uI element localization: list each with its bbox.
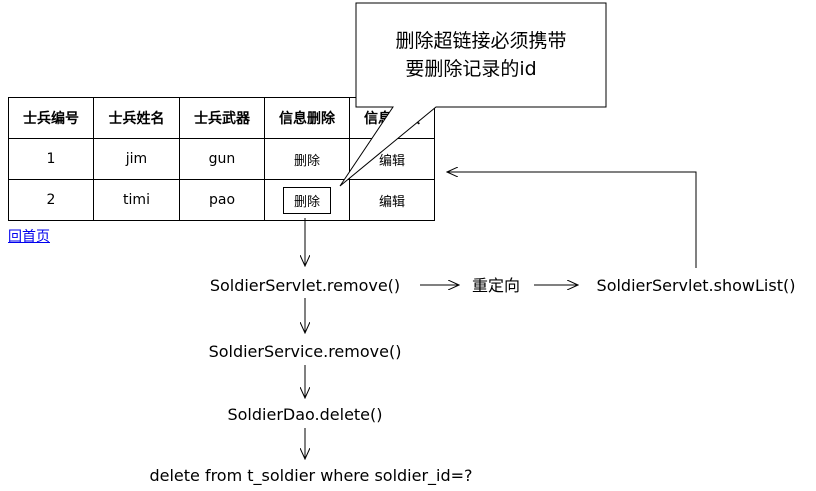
- callout-line-1: 删除超链接必须携带: [395, 30, 566, 52]
- node-servlet-showlist: SoldierServlet.showList(): [597, 276, 796, 295]
- delete-link-highlighted[interactable]: 删除: [282, 186, 331, 214]
- cell-name: jim: [93, 138, 180, 180]
- cell-weapon: gun: [179, 138, 265, 180]
- header-soldier-id: 士兵编号: [8, 97, 94, 139]
- delete-link[interactable]: 删除: [293, 153, 320, 169]
- callout-line-2: 要删除记录的id: [405, 58, 536, 80]
- cell-id: 2: [8, 179, 94, 221]
- header-delete: 信息删除: [264, 97, 350, 139]
- node-dao-delete: SoldierDao.delete(): [227, 405, 382, 424]
- arrow-showlist-to-table: [447, 172, 697, 268]
- table-row: 2 timi pao 删除 编辑: [8, 179, 435, 221]
- node-servlet-remove: SoldierServlet.remove(): [210, 276, 400, 295]
- edit-link[interactable]: 编辑: [378, 194, 405, 210]
- cell-delete: 删除: [264, 179, 350, 221]
- callout-bubble: [339, 2, 607, 187]
- home-link[interactable]: 回首页: [8, 229, 50, 245]
- node-sql: delete from t_soldier where soldier_id=?: [149, 466, 472, 486]
- table-row: 1 jim gun 删除 编辑: [8, 138, 435, 180]
- header-soldier-name: 士兵姓名: [93, 97, 180, 139]
- node-service-remove: SoldierService.remove(): [209, 342, 402, 361]
- cell-weapon: pao: [179, 179, 265, 221]
- table-header-row: 士兵编号 士兵姓名 士兵武器 信息删除 信息修改: [8, 97, 435, 139]
- node-redirect: 重定向: [472, 276, 520, 295]
- edit-link[interactable]: 编辑: [378, 153, 405, 169]
- soldier-table: 士兵编号 士兵姓名 士兵武器 信息删除 信息修改 1 jim gun 删除 编辑…: [8, 97, 435, 221]
- cell-name: timi: [93, 179, 180, 221]
- cell-edit: 编辑: [349, 179, 435, 221]
